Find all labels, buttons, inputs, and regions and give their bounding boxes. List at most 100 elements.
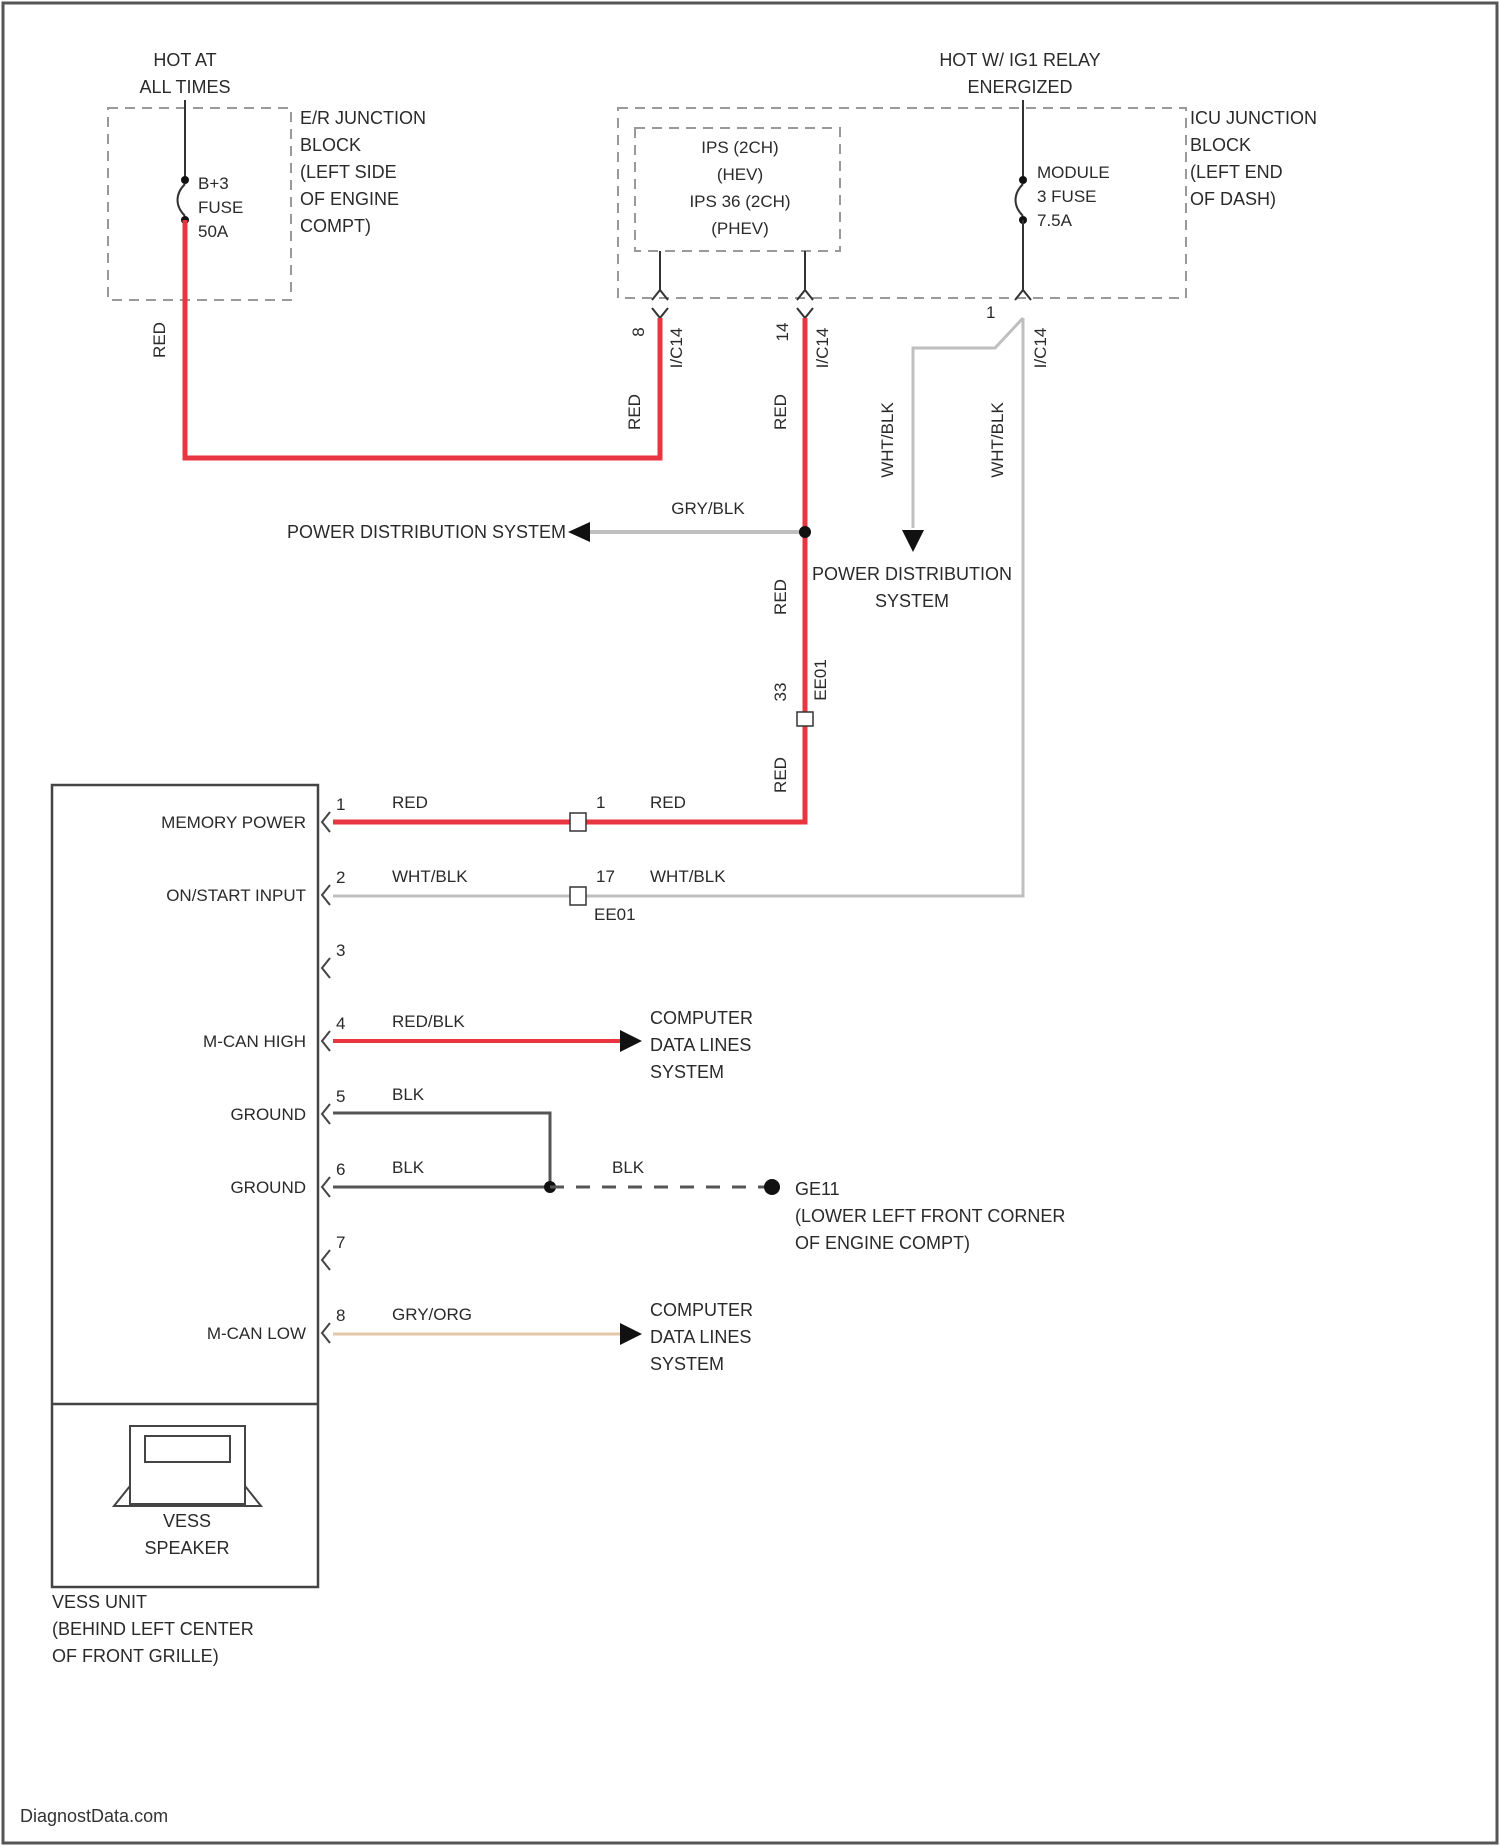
pin-terminal-icon <box>322 1177 330 1197</box>
ground-point-label-3: OF ENGINE COMPT) <box>795 1233 970 1253</box>
wire-label-red-2: RED <box>625 394 644 430</box>
icu-junction-block: IPS (2CH) (HEV) IPS 36 (2CH) (PHEV) HOT … <box>618 50 1317 298</box>
m-can-low-wire: GRY/ORG COMPUTER DATA LINES SYSTEM <box>333 1300 753 1374</box>
wire-red-battery-feed <box>185 220 660 458</box>
pin-terminal-icon <box>322 1250 330 1270</box>
er-block-label: E/R JUNCTION <box>300 108 426 128</box>
wire-label-red-pin1-b: RED <box>650 793 686 812</box>
computer-data-high-label-2: DATA LINES <box>650 1035 751 1055</box>
ground-point-label: GE11 <box>795 1179 840 1199</box>
wire-label-wht-blk-pin2: WHT/BLK <box>392 867 468 886</box>
vess-pin-number: 2 <box>336 868 345 887</box>
speaker-icon <box>114 1426 261 1506</box>
vess-pin-label: M-CAN LOW <box>207 1324 306 1343</box>
fuse-rating: 50A <box>198 222 229 241</box>
vess-pin-label: MEMORY POWER <box>161 813 306 832</box>
ips-conn-left: I/C14 <box>667 328 686 369</box>
m-can-high-wire: RED/BLK COMPUTER DATA LINES SYSTEM <box>333 1008 753 1082</box>
splice-point <box>799 526 811 538</box>
icu-conn: I/C14 <box>1031 328 1050 369</box>
wire-label-blk-6: BLK <box>392 1158 425 1177</box>
power-dist-right-label: POWER DISTRIBUTION <box>812 564 1012 584</box>
fuse-symbol-icon <box>178 184 186 216</box>
pin-terminal-icon <box>322 885 330 905</box>
fuse-label: B+3 <box>198 174 229 193</box>
source-label-hot-all-times-2: ALL TIMES <box>139 77 230 97</box>
er-junction-block: HOT AT ALL TIMES B+3 FUSE 50A E/R JUNCTI… <box>108 50 426 300</box>
ips-label-2: (HEV) <box>717 165 763 184</box>
source-label-hot-all-times: HOT AT <box>153 50 216 70</box>
ee-pin-1: 1 <box>596 793 605 812</box>
ips-label: IPS (2CH) <box>701 138 778 157</box>
vess-pin-number: 5 <box>336 1087 345 1106</box>
source-label-hot-relay: HOT W/ IG1 RELAY <box>939 50 1100 70</box>
vess-unit-caption: VESS UNIT <box>52 1592 147 1612</box>
power-dist-left-label: POWER DISTRIBUTION SYSTEM <box>287 522 566 542</box>
wire-label-wht-blk-2: WHT/BLK <box>988 402 1007 478</box>
gry-blk-branch: GRY/BLK POWER DISTRIBUTION SYSTEM <box>287 499 811 542</box>
pin-terminal-icon <box>322 1104 330 1124</box>
pin-terminal-icon <box>322 1323 330 1343</box>
ee-conn: EE01 <box>594 905 636 924</box>
er-block-label-2: BLOCK <box>300 135 361 155</box>
ips-conn-right: I/C14 <box>813 328 832 369</box>
ground-wires: BLK BLK BLK GE11 (LOWER LEFT FRONT CORNE… <box>333 1085 1065 1253</box>
vess-unit-caption-3: OF FRONT GRILLE) <box>52 1646 219 1666</box>
module-fuse-symbol-icon <box>1016 184 1024 216</box>
er-block-label-5: COMPT) <box>300 216 371 236</box>
page-border <box>3 3 1497 1843</box>
computer-data-low-label-2: DATA LINES <box>650 1327 751 1347</box>
ips-label-3: IPS 36 (2CH) <box>689 192 790 211</box>
module-fuse-label-2: 3 FUSE <box>1037 187 1097 206</box>
speaker-label-2: SPEAKER <box>144 1538 229 1558</box>
computer-data-high-label: COMPUTER <box>650 1008 753 1028</box>
vess-pin-number: 6 <box>336 1160 345 1179</box>
computer-data-high-label-3: SYSTEM <box>650 1062 724 1082</box>
module-fuse-label: MODULE <box>1037 163 1110 182</box>
icu-pin: 1 <box>986 303 995 322</box>
vess-pin-label: M-CAN HIGH <box>203 1032 306 1051</box>
mid-connector: 33 EE01 <box>771 659 830 726</box>
wire-label-blk-5: BLK <box>392 1085 425 1104</box>
vess-pin-number: 3 <box>336 941 345 960</box>
source-label-hot-relay-2: ENERGIZED <box>967 77 1072 97</box>
ground-point-icon <box>764 1179 780 1195</box>
top-connectors: 8 I/C14 14 I/C14 1 I/C14 <box>629 290 1050 368</box>
speaker-label: VESS <box>163 1511 211 1531</box>
wire-red-memory-power <box>333 318 805 822</box>
vess-pin-label: GROUND <box>230 1105 306 1124</box>
computer-data-low-label: COMPUTER <box>650 1300 753 1320</box>
footer-watermark: DiagnostData.com <box>20 1806 168 1826</box>
vess-pin-number: 1 <box>336 795 345 814</box>
er-block-label-3: (LEFT SIDE <box>300 162 397 182</box>
ee01-connector: 1 17 EE01 RED RED WHT/BLK WHT/BLK <box>392 793 726 924</box>
icu-block-label-4: OF DASH) <box>1190 189 1276 209</box>
wire-label-red-4: RED <box>771 579 790 615</box>
power-dist-right-label-2: SYSTEM <box>875 591 949 611</box>
fuse-label-2: FUSE <box>198 198 243 217</box>
wire-label-wht-blk-pin2-b: WHT/BLK <box>650 867 726 886</box>
wire-label-red-blk: RED/BLK <box>392 1012 465 1031</box>
vess-pin-label: GROUND <box>230 1178 306 1197</box>
pin-terminal-icon <box>322 958 330 978</box>
wire-label-red-1: RED <box>150 322 169 358</box>
mid-conn: EE01 <box>811 659 830 701</box>
vess-pin-number: 4 <box>336 1014 345 1033</box>
icu-block-label-3: (LEFT END <box>1190 162 1283 182</box>
wire-label-blk-ground: BLK <box>612 1158 645 1177</box>
wire-label-red-pin1: RED <box>392 793 428 812</box>
ips-label-4: (PHEV) <box>711 219 769 238</box>
ground-point-label-2: (LOWER LEFT FRONT CORNER <box>795 1206 1065 1226</box>
mid-pin: 33 <box>771 683 790 702</box>
vess-pin-number: 8 <box>336 1306 345 1325</box>
vess-pin-label: ON/START INPUT <box>166 886 306 905</box>
er-block-label-4: OF ENGINE <box>300 189 399 209</box>
module-fuse-rating: 7.5A <box>1037 211 1073 230</box>
pin-terminal-icon <box>322 812 330 832</box>
wire-label-wht-blk-1: WHT/BLK <box>878 402 897 478</box>
pin-terminal-icon <box>322 1031 330 1051</box>
wire-label-gry-blk: GRY/BLK <box>671 499 745 518</box>
ips-pin-left: 8 <box>629 327 648 336</box>
